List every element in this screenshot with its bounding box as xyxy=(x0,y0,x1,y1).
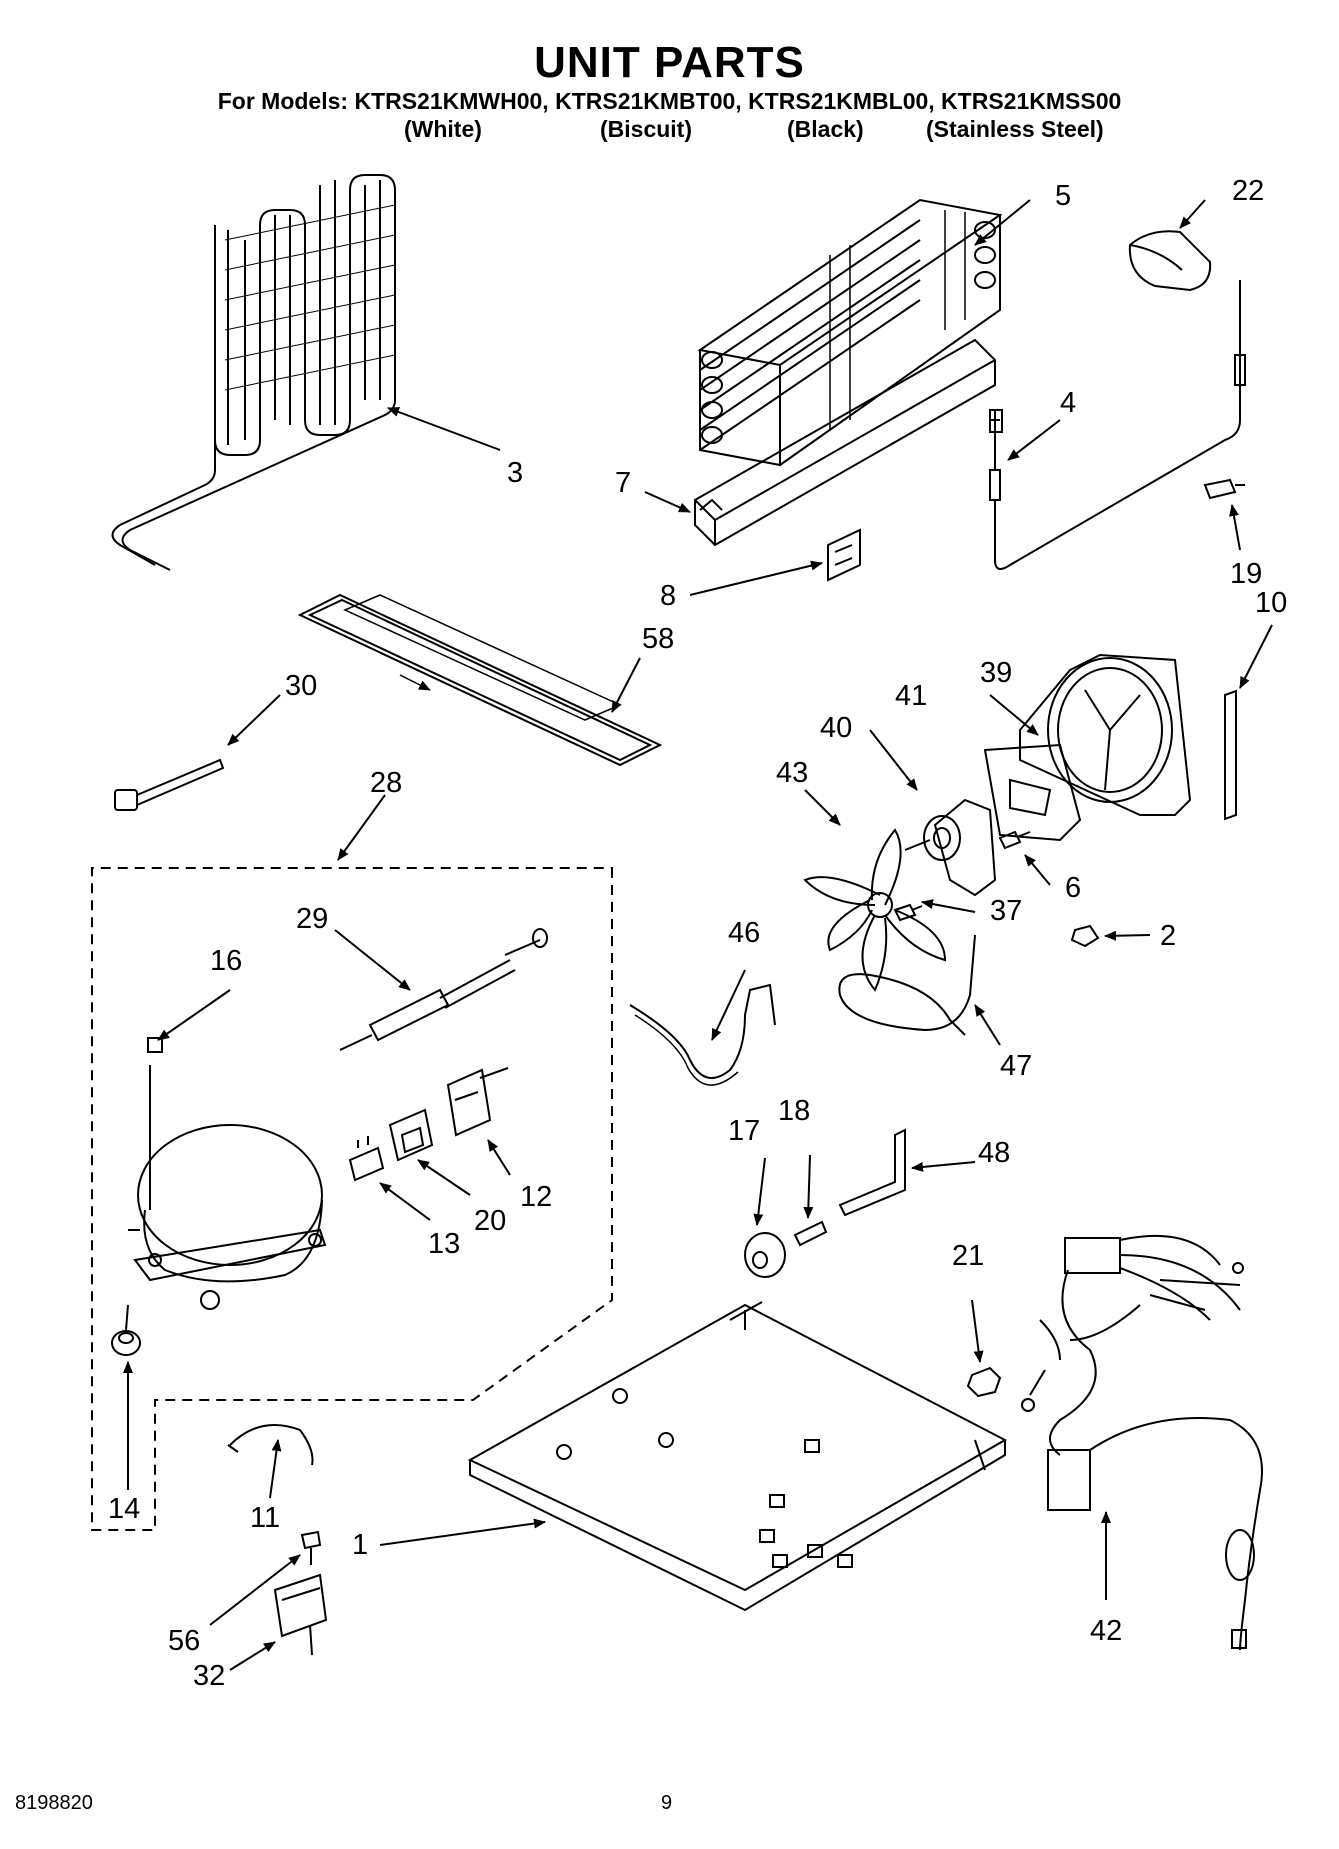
callout-20: 20 xyxy=(474,1205,506,1237)
page-title: UNIT PARTS xyxy=(534,38,805,87)
cover-12-drawing xyxy=(446,1067,509,1137)
callout-42: 42 xyxy=(1090,1615,1122,1647)
tube-47-drawing xyxy=(838,934,976,1036)
callout-1: 1 xyxy=(352,1529,368,1561)
callout-28: 28 xyxy=(370,767,402,799)
callout-47: 47 xyxy=(1000,1050,1032,1082)
fan-motor-drawing xyxy=(904,798,997,897)
evaporator-drawing xyxy=(697,198,1003,467)
callout-58: 58 xyxy=(642,623,674,655)
cable-tie-drawing xyxy=(114,758,225,811)
variant-biscuit: (Biscuit) xyxy=(600,116,692,142)
callout-7: 7 xyxy=(615,467,631,499)
callout-56: 56 xyxy=(168,1625,200,1657)
callout-22: 22 xyxy=(1232,175,1264,207)
page-number: 9 xyxy=(661,1792,673,1814)
callout-5: 5 xyxy=(1055,180,1071,212)
variant-stainless: (Stainless Steel) xyxy=(926,116,1104,142)
callout-11: 11 xyxy=(250,1502,280,1534)
nut-2-drawing xyxy=(1070,924,1100,948)
gasket-strip-drawing xyxy=(1224,689,1237,821)
callout-41: 41 xyxy=(895,680,927,712)
clip-11-drawing xyxy=(227,1424,314,1466)
grommet-17-drawing xyxy=(744,1232,786,1278)
fan-shroud-drawing xyxy=(1019,653,1192,816)
callout-labels: 3 5 22 4 7 8 19 10 58 30 39 41 40 43 28 … xyxy=(108,175,1287,1692)
callout-30: 30 xyxy=(285,670,317,702)
callout-13: 13 xyxy=(428,1228,460,1260)
bracket-32-drawing xyxy=(273,1573,328,1656)
callout-10: 10 xyxy=(1255,587,1287,619)
screw-37-drawing xyxy=(893,903,923,922)
wire-harness-drawing xyxy=(1021,1234,1263,1651)
sensor-wires-drawing xyxy=(989,280,1246,570)
drain-pan-drawing xyxy=(297,593,663,767)
relay-13-drawing xyxy=(348,1136,385,1182)
callout-6: 6 xyxy=(1065,872,1081,904)
bolt-18-drawing xyxy=(793,1220,828,1247)
clip-8-drawing xyxy=(827,528,861,582)
callout-46: 46 xyxy=(728,917,760,949)
overload-20-drawing xyxy=(388,1108,434,1162)
fan-blade-drawing xyxy=(803,828,947,992)
callout-8: 8 xyxy=(660,580,676,612)
cap-22-drawing xyxy=(1128,230,1212,292)
callout-12: 12 xyxy=(520,1181,552,1213)
callout-16: 16 xyxy=(210,945,242,977)
callout-48: 48 xyxy=(978,1137,1010,1169)
callout-37: 37 xyxy=(990,895,1022,927)
callout-39: 39 xyxy=(980,657,1012,689)
callout-21: 21 xyxy=(952,1240,984,1272)
drier-29-drawing xyxy=(339,928,548,1051)
callout-19: 19 xyxy=(1230,558,1262,590)
nut-21-drawing xyxy=(966,1366,1002,1398)
callout-3: 3 xyxy=(507,457,523,489)
callout-4: 4 xyxy=(1060,387,1076,419)
models-line: For Models: KTRS21KMWH00, KTRS21KMBT00, … xyxy=(217,88,1122,114)
compressor-drawing xyxy=(128,1037,327,1310)
tube-46-drawing xyxy=(629,983,776,1079)
callout-2: 2 xyxy=(1160,920,1176,952)
callout-29: 29 xyxy=(296,903,328,935)
callout-14: 14 xyxy=(108,1493,140,1525)
grommet-14-drawing xyxy=(111,1304,141,1356)
document-number: 8198820 xyxy=(15,1792,93,1814)
screw-6-drawing xyxy=(998,830,1031,850)
variant-black: (Black) xyxy=(787,116,864,142)
screw-56-drawing xyxy=(300,1530,322,1565)
bracket-41-drawing xyxy=(983,743,1082,842)
callout-17: 17 xyxy=(728,1115,760,1147)
callout-40: 40 xyxy=(820,712,852,744)
variant-white: (White) xyxy=(404,116,482,142)
drain-trough-drawing xyxy=(694,338,996,547)
callout-32: 32 xyxy=(193,1660,225,1692)
tube-48-drawing xyxy=(838,1128,906,1217)
kit-28-boundary xyxy=(91,867,613,1531)
callout-18: 18 xyxy=(778,1095,810,1127)
base-plate-drawing xyxy=(467,1301,1008,1612)
callout-43: 43 xyxy=(776,757,808,789)
condenser-coil-drawing xyxy=(111,174,396,571)
